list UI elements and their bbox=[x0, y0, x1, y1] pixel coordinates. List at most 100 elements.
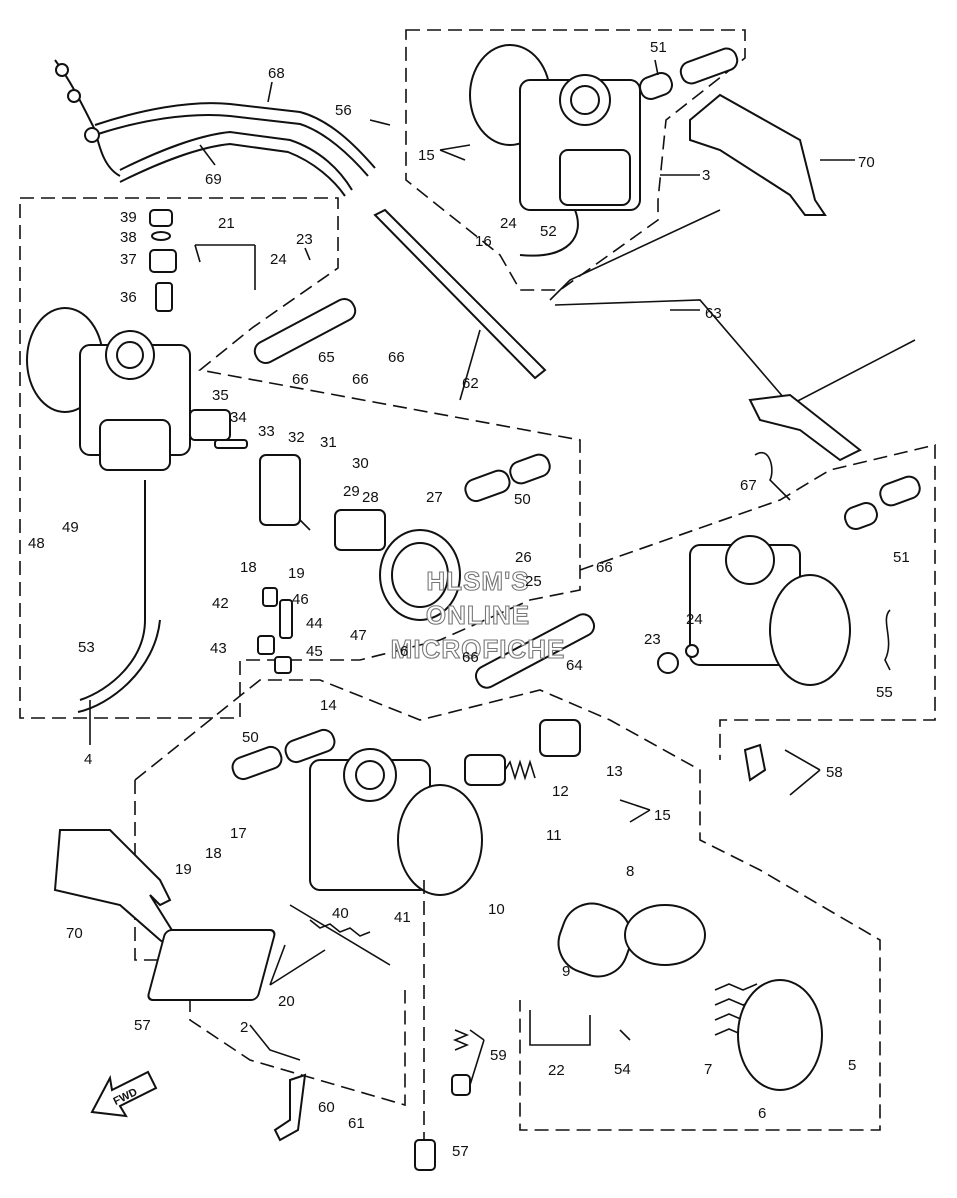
callout: 15 bbox=[418, 147, 435, 164]
callout: 66 bbox=[462, 649, 479, 666]
callout: 51 bbox=[650, 39, 667, 56]
callout: 50 bbox=[514, 491, 531, 508]
watermark-line-3: MICROFICHE bbox=[391, 634, 566, 664]
pipe-51-top bbox=[639, 72, 673, 100]
callout: 24 bbox=[270, 251, 287, 268]
diaphragm-47-inner bbox=[391, 542, 449, 608]
spring-67 bbox=[754, 451, 791, 501]
callout: 10 bbox=[488, 901, 505, 918]
watermark-line-2: ONLINE bbox=[426, 600, 530, 630]
callout: 5 bbox=[848, 1057, 856, 1074]
carb-right-diaphragm-cover bbox=[769, 574, 851, 686]
callout: 20 bbox=[278, 993, 295, 1010]
callout: 39 bbox=[120, 209, 137, 226]
callout: 69 bbox=[205, 171, 222, 188]
callout-labels: 51 56 68 69 15 3 70 39 38 37 36 21 23 24… bbox=[28, 39, 910, 1160]
linkages bbox=[231, 208, 921, 781]
callout: 47 bbox=[350, 627, 367, 644]
carb-lower-bore-inner bbox=[355, 760, 385, 790]
pipe-50-low-b bbox=[284, 728, 336, 764]
carb-top-bore-inner bbox=[570, 85, 600, 115]
boundary-assembly-2-left bbox=[134, 780, 406, 1107]
callout: 30 bbox=[352, 455, 369, 472]
spring-7 bbox=[714, 983, 758, 1036]
carb-lower-diaphragm-cover bbox=[397, 784, 483, 896]
hose-68 bbox=[94, 102, 376, 169]
cap-23-right bbox=[657, 652, 679, 674]
spring-59 bbox=[452, 1029, 470, 1051]
callout: 34 bbox=[230, 409, 247, 426]
callout: 49 bbox=[62, 519, 79, 536]
callout: 66 bbox=[292, 371, 309, 388]
piston-9 bbox=[557, 902, 633, 978]
callout: 63 bbox=[705, 305, 722, 322]
pipe-51-right bbox=[844, 502, 878, 530]
jet-42 bbox=[262, 587, 278, 607]
rod-62 bbox=[373, 208, 547, 380]
carburetor-left bbox=[26, 209, 191, 713]
spring-55 bbox=[884, 609, 891, 671]
callout: 18 bbox=[240, 559, 257, 576]
pipe-50-low bbox=[231, 745, 283, 781]
callout: 33 bbox=[258, 423, 275, 440]
callout: 50 bbox=[242, 729, 259, 746]
callout: 44 bbox=[306, 615, 323, 632]
callout: 66 bbox=[352, 371, 369, 388]
hose-fitting bbox=[67, 89, 81, 103]
callout: 32 bbox=[288, 429, 305, 446]
drain-screw-57 bbox=[414, 1139, 436, 1171]
callout: 37 bbox=[120, 251, 137, 268]
callout: 23 bbox=[296, 231, 313, 248]
hose-fitting bbox=[84, 127, 100, 143]
callout: 6 bbox=[758, 1105, 766, 1122]
callout: 68 bbox=[268, 65, 285, 82]
callout: 36 bbox=[120, 289, 137, 306]
callout: 18 bbox=[205, 845, 222, 862]
body-28 bbox=[334, 509, 386, 551]
callout: 35 bbox=[212, 387, 229, 404]
callout: 66 bbox=[388, 349, 405, 366]
callout: 70 bbox=[66, 925, 83, 942]
rod-63 bbox=[549, 209, 916, 407]
callout: 26 bbox=[515, 549, 532, 566]
callout: 38 bbox=[120, 229, 137, 246]
callout: 66 bbox=[596, 559, 613, 576]
callout: 4 bbox=[84, 751, 92, 768]
hose-fitting bbox=[55, 63, 69, 77]
jet-44 bbox=[279, 599, 293, 639]
boundary-right-carb bbox=[579, 443, 936, 760]
hose-68-b bbox=[94, 113, 369, 177]
callout: 24 bbox=[500, 215, 517, 232]
callout: 45 bbox=[306, 643, 323, 660]
callout: 51 bbox=[893, 549, 910, 566]
callout: 48 bbox=[28, 535, 45, 552]
o-ring-38 bbox=[151, 231, 171, 241]
callout: 13 bbox=[606, 763, 623, 780]
needle-20 bbox=[289, 904, 391, 966]
carburetor-top bbox=[469, 44, 827, 257]
callout: 8 bbox=[626, 863, 634, 880]
body-32 bbox=[259, 454, 301, 526]
callout: 21 bbox=[218, 215, 235, 232]
callout: 25 bbox=[525, 573, 542, 590]
hose-53 bbox=[79, 480, 146, 701]
callout: 67 bbox=[740, 477, 757, 494]
pipe-51-top-b bbox=[679, 47, 739, 85]
callout: 23 bbox=[644, 631, 661, 648]
callout: 28 bbox=[362, 489, 379, 506]
callout: 2 bbox=[240, 1019, 248, 1036]
cover-5 bbox=[737, 979, 823, 1091]
callout: 65 bbox=[318, 349, 335, 366]
diaphragm-8 bbox=[624, 904, 706, 966]
plug-39 bbox=[149, 209, 173, 227]
callout: 29 bbox=[343, 483, 360, 500]
callout: 42 bbox=[212, 595, 229, 612]
washer-24-right bbox=[685, 644, 699, 658]
bracket-58 bbox=[743, 743, 767, 782]
fitting-37 bbox=[149, 249, 177, 273]
carburetor-right bbox=[657, 451, 891, 782]
callout: 9 bbox=[562, 963, 570, 980]
carburetor-lower bbox=[53, 719, 823, 1171]
callout: 43 bbox=[210, 640, 227, 657]
